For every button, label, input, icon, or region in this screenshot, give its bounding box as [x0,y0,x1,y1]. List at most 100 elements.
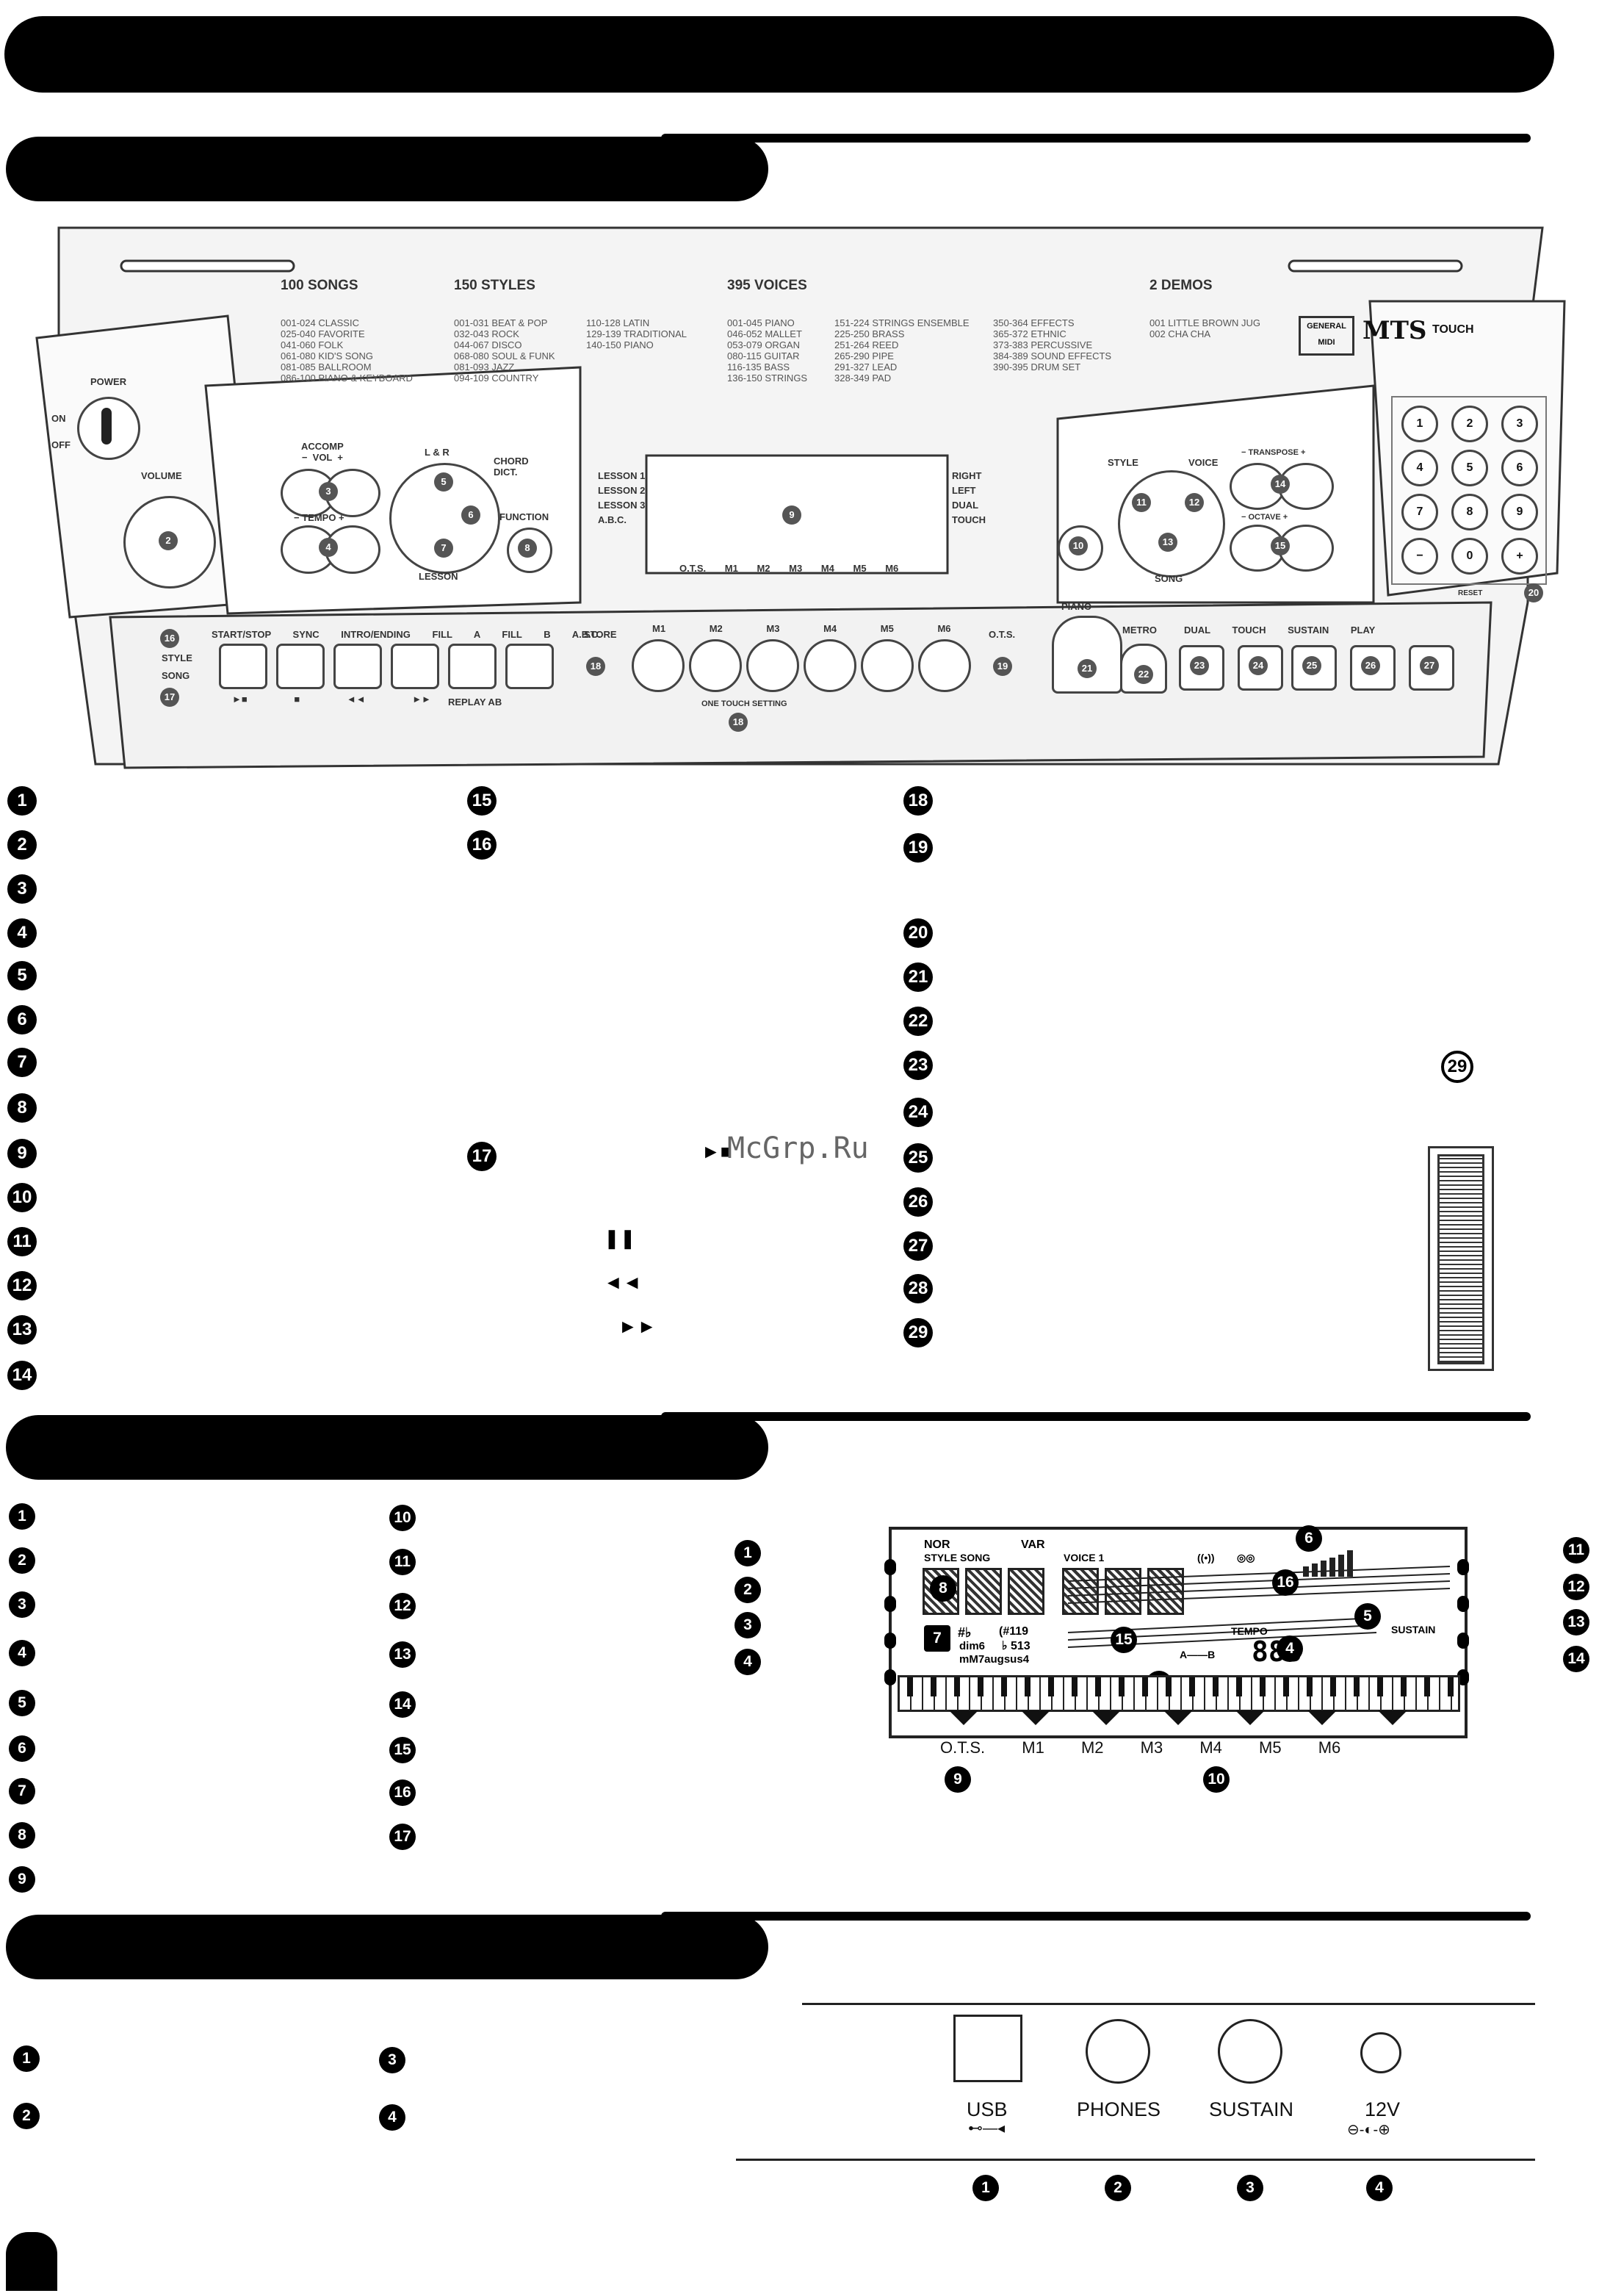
memory-button-m5[interactable] [861,639,914,692]
memory-button-m2[interactable] [689,639,742,692]
lcd-bottom-marker: 10 [1203,1766,1230,1793]
store-label: STORE [584,629,617,640]
item-number: 4 [9,1640,35,1666]
style-voice-song-cluster[interactable]: 11 12 13 [1118,470,1225,577]
phones-jack[interactable] [1086,2019,1150,2084]
piano-button[interactable]: 21 [1052,616,1122,694]
dual-button[interactable]: 23 [1179,645,1224,691]
usb-label: USB [967,2098,1008,2120]
item-number: 12 [7,1271,37,1300]
transpose-label: − TRANSPOSE + [1241,448,1306,457]
item-number: 19 [903,833,933,863]
keypad-8[interactable]: 8 [1451,494,1488,530]
button-10[interactable]: 10 [1058,525,1103,571]
octave-up-button[interactable] [1278,525,1334,572]
lcd-chord-dim: dim6 [959,1640,986,1652]
keypad-3[interactable]: 3 [1501,406,1538,442]
item-number: 5 [9,1690,35,1716]
button-26[interactable]: 26 [1350,645,1396,691]
abc-button[interactable] [505,644,554,689]
item-number: 15 [389,1737,416,1763]
keypad-6[interactable]: 6 [1501,450,1538,486]
item-number: 6 [9,1735,35,1762]
item-number: 29 [903,1318,933,1347]
metro-button[interactable]: 22 [1120,644,1167,694]
chord-dict-label: CHORD DICT. [494,456,529,478]
touch-button[interactable]: 24 [1238,645,1283,691]
power-label: POWER [90,376,127,387]
keypad-0[interactable]: 0 [1451,538,1488,575]
jack-number: 1 [972,2175,999,2201]
memory-button-m3[interactable] [746,639,799,692]
item-number: 28 [903,1274,933,1303]
keypad-5[interactable]: 5 [1451,450,1488,486]
rear-panel-top-rule [802,2003,1535,2005]
lcd-style-song-label: STYLE SONG [924,1552,991,1563]
item-number: 6 [7,1005,37,1034]
keypad-2[interactable]: 2 [1451,406,1488,442]
section-title-bar [6,1915,768,1979]
sustain-jack[interactable] [1218,2019,1282,2084]
item-number: 16 [467,830,497,860]
song-row-label: SONG [162,670,190,681]
keypad-1[interactable]: 1 [1401,406,1438,442]
keypad-7[interactable]: 7 [1401,494,1438,530]
section-rule [661,134,1531,143]
item-number: 3 [7,874,37,904]
sustain-button[interactable]: 25 [1291,645,1337,691]
badge-29: 29 [1441,1051,1473,1083]
start-stop-button[interactable] [219,644,267,689]
transport-marks: ►■ ■ ◄◄ ►► [232,694,431,705]
diagram-number: 12 [1563,1574,1589,1600]
dc-12v-jack[interactable] [1360,2032,1401,2073]
lcd-marker: 7 [924,1625,950,1652]
keypad-plus[interactable]: + [1501,538,1538,575]
keypad-minus[interactable]: − [1401,538,1438,575]
sustain-label: SUSTAIN [1209,2098,1294,2120]
function-label: FUNCTION [499,511,549,522]
dc-polarity-icon: ⊖-◐-⊕ [1347,2122,1390,2138]
lcd-chord-accidental: #♭ [958,1625,972,1640]
item-number: 11 [7,1227,37,1256]
item-number: 1 [13,2045,40,2072]
item-number: 4 [7,918,37,948]
usb-port[interactable] [953,2015,1022,2082]
right-bottom-labels: DUAL TOUCH SUSTAIN PLAY [1184,625,1376,636]
function-button[interactable]: 8 [507,528,552,573]
diagram-number: 1 [734,1540,761,1566]
power-switch[interactable] [77,397,140,460]
pitch-slider-illustration [1428,1146,1494,1371]
memory-button-m4[interactable] [804,639,856,692]
accomp-vol-label: ACCOMP − VOL + [301,441,344,463]
keypad-4[interactable]: 4 [1401,450,1438,486]
rewind-glyph: ◄◄ [604,1271,642,1293]
item-number: 9 [9,1866,35,1893]
item-number: 4 [379,2104,405,2131]
fill-b-button[interactable] [448,644,497,689]
item-number: 1 [7,786,37,816]
lcd-bottom-marker: 9 [945,1766,971,1793]
section-title-bar [6,1415,768,1480]
lesson-cluster[interactable]: 5 6 7 [389,463,500,574]
item-number: 10 [389,1505,416,1531]
fill-a-button[interactable] [391,644,439,689]
voice-label: VOICE [1188,457,1219,468]
intro-ending-button[interactable] [333,644,382,689]
sync-button[interactable] [276,644,325,689]
lcd-nor-label: NOR [924,1539,950,1551]
item-number: 11 [389,1549,416,1575]
item-number: 21 [903,962,933,992]
keypad-9[interactable]: 9 [1501,494,1538,530]
keypad-marker-20: 20 [1524,583,1543,602]
play-button[interactable]: 27 [1409,645,1454,691]
item-number: 22 [903,1007,933,1036]
marker-18b: 18 [729,713,748,732]
diagram-number: 14 [1563,1646,1589,1672]
item-number: 3 [9,1591,35,1618]
marker-17: 17 [160,688,179,707]
volume-knob[interactable]: 2 [123,496,216,589]
memory-button-m6[interactable] [918,639,971,692]
memory-button-m1[interactable] [632,639,685,692]
